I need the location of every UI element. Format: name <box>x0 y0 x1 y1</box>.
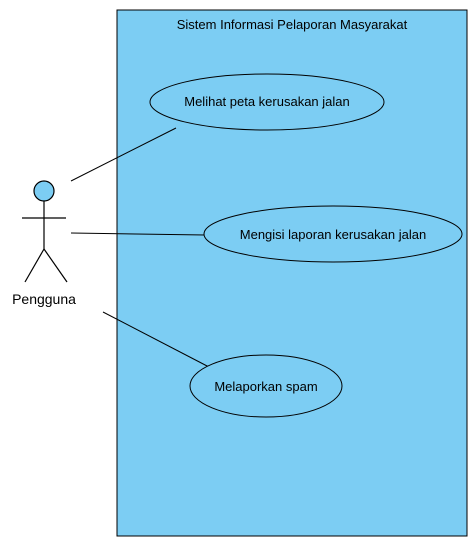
associations <box>70 127 210 368</box>
use-case-ellipse <box>203 205 463 263</box>
association-line-view-map <box>70 127 177 182</box>
system-title: Sistem Informasi Pelaporan Masyarakat <box>177 17 408 32</box>
use-case-fill-report[interactable]: Mengisi laporan kerusakan jalan <box>203 205 463 263</box>
actor-head <box>33 180 55 202</box>
actor-pengguna[interactable]: Pengguna <box>12 180 76 307</box>
use-case-label: Melihat peta kerusakan jalan <box>184 94 350 109</box>
use-case-ellipse <box>189 354 343 418</box>
use-case-report-spam[interactable]: Melaporkan spam <box>189 354 343 418</box>
use-case-label: Mengisi laporan kerusakan jalan <box>240 227 426 242</box>
association-line-fill-report <box>70 232 206 236</box>
use-case-ellipse <box>149 73 385 131</box>
actor-right-leg <box>43 248 68 283</box>
use-case-label: Melaporkan spam <box>214 379 317 394</box>
actor-left-leg <box>24 248 45 283</box>
actor-name: Pengguna <box>12 291 76 307</box>
use-case-view-map[interactable]: Melihat peta kerusakan jalan <box>149 73 385 131</box>
association-line-report-spam <box>102 311 210 368</box>
